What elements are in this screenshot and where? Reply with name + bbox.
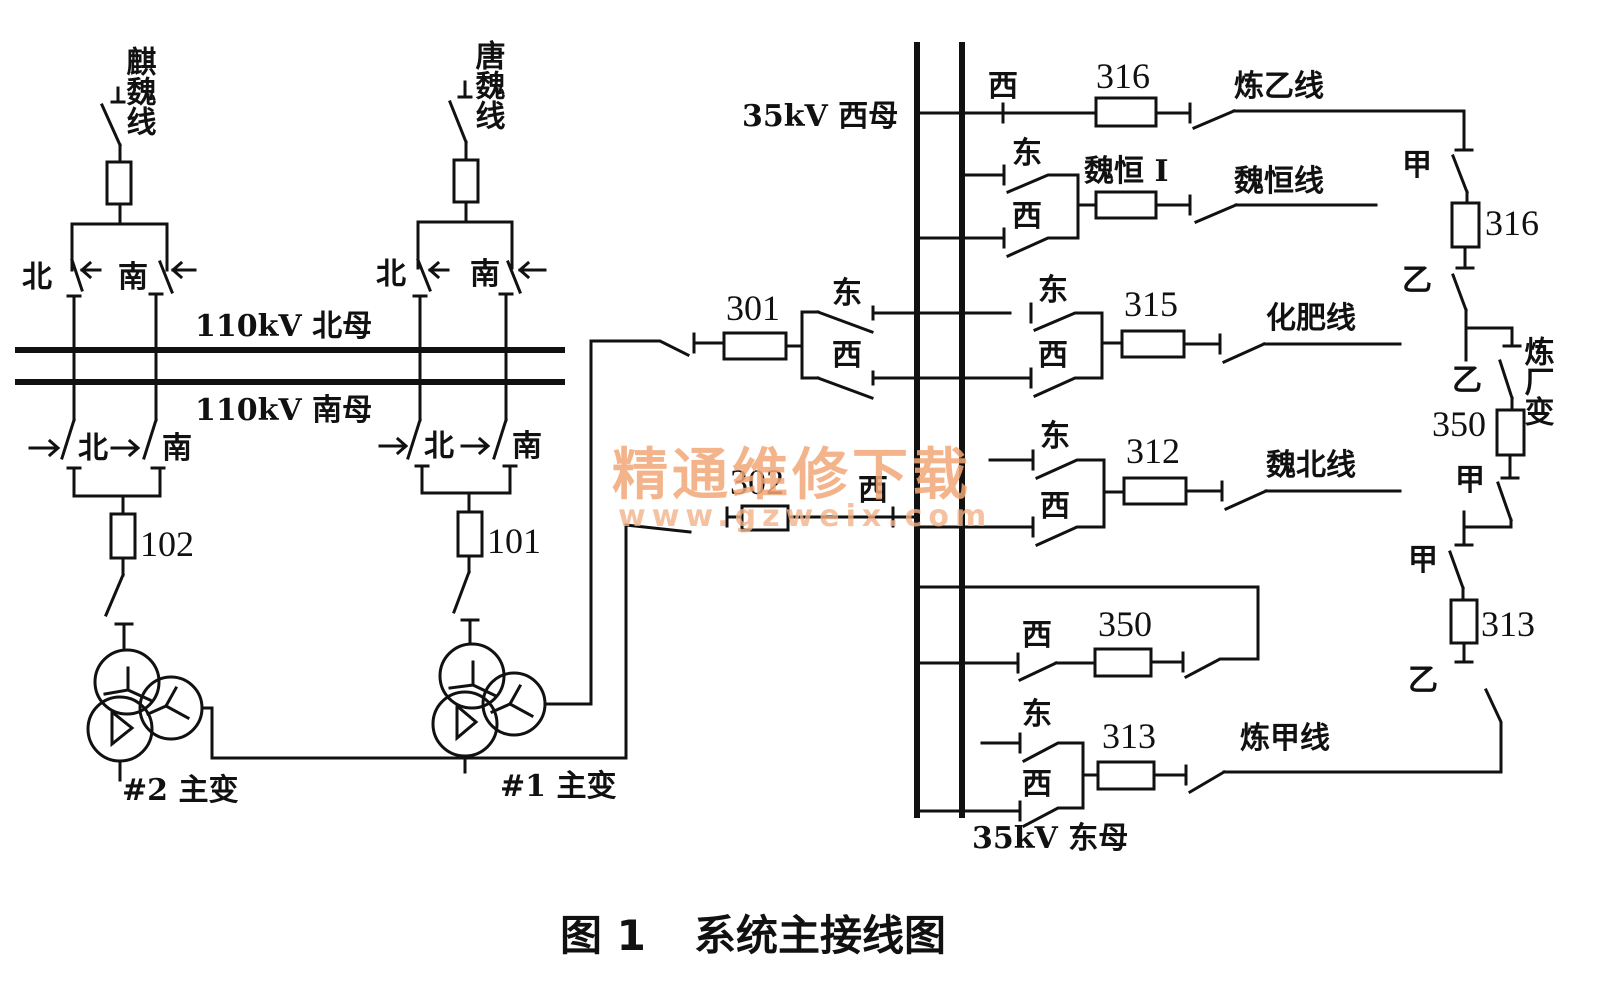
west-label: 西 (1038, 338, 1068, 373)
feeder-line-label: 化肥线 (1266, 301, 1356, 336)
breaker-301 (722, 331, 788, 361)
jia-label: 甲 (1408, 543, 1438, 578)
north-label: 北 (78, 431, 108, 466)
west-label: 西 (1040, 489, 1070, 524)
south-label: 南 (470, 257, 500, 292)
refinery-breaker-313-label: 313 (1481, 604, 1535, 644)
incoming-line-right-label: 唐魏线 (470, 39, 506, 130)
breaker-312 (1122, 476, 1188, 506)
incoming-line-left-label: 麒魏线 (121, 46, 157, 136)
feeder-350: 西 350 (915, 585, 1260, 682)
refinery-breaker-316 (1450, 201, 1481, 249)
east-label: 东 (832, 276, 862, 311)
feeder-312: 东 西 312 魏北线 (915, 419, 1402, 547)
incoming-bay-left: 麒魏线 北 南 北 南 102 (22, 46, 197, 652)
south-label: 南 (512, 429, 542, 464)
breaker-312-label: 312 (1126, 431, 1180, 471)
watermark-text: 精通维修下载 (612, 443, 972, 508)
transformer-2-label: #2 主变 (122, 773, 238, 808)
figure-number: 图 1 (560, 911, 646, 960)
hv-south-bus-label: 110kV 南母 (195, 393, 372, 428)
east-label: 东 (1012, 136, 1042, 171)
transformer-1: #1 主变 (431, 339, 691, 804)
breaker-102 (109, 512, 137, 560)
transformer-2: #2 主变 (86, 523, 692, 808)
breaker-316 (1094, 96, 1158, 128)
refinery-breaker-313 (1449, 598, 1479, 645)
refinery-substation: 甲 316 乙 乙 350 甲 甲 313 乙 炼厂变 (1402, 109, 1555, 698)
breaker-301-label: 301 (726, 288, 780, 328)
refinery-breaker-316-label: 316 (1485, 203, 1539, 243)
hv-north-bus-label: 110kV 北母 (195, 309, 372, 344)
breaker-316-label: 316 (1096, 56, 1150, 96)
breaker-313-label: 313 (1102, 716, 1156, 756)
jia-label: 甲 (1455, 463, 1485, 498)
breaker-101 (456, 510, 484, 558)
north-label: 北 (22, 260, 52, 295)
yi-label: 乙 (1452, 363, 1482, 398)
feeder-line-label: 魏恒线 (1234, 164, 1324, 199)
refinery-breaker-350 (1495, 408, 1526, 457)
breaker-350 (1093, 647, 1153, 678)
figure-title: 系统主接线图 (694, 911, 946, 960)
breaker-weiheng-label: 魏恒 I (1084, 154, 1168, 189)
west-label: 西 (1022, 767, 1052, 802)
feeder-weiheng: 东 西 魏恒 I 魏恒线 (915, 136, 1378, 258)
disconnector-blade (100, 103, 122, 147)
feeder-315: 东 西 315 化肥线 (915, 273, 1402, 398)
refinery-breaker-350-label: 350 (1432, 404, 1486, 444)
feeder-line-label: 炼乙线 (1234, 69, 1324, 104)
west-label: 西 (1022, 618, 1052, 653)
mv-west-bus-label: 35kV 西母 (742, 99, 898, 134)
west-label: 西 (832, 338, 862, 373)
breaker-box (105, 160, 133, 206)
incomer-302: 302 西 (725, 462, 919, 532)
feeder-line-label: 魏北线 (1266, 448, 1356, 483)
north-label: 北 (424, 429, 454, 464)
breaker-302-label: 302 (730, 462, 784, 502)
watermark-url: www.gzweix.com (618, 499, 992, 534)
east-label: 东 (1040, 419, 1070, 454)
east-label: 东 (1038, 273, 1068, 308)
incomer-301: 301 东 西 (692, 276, 964, 400)
west-label: 西 (858, 473, 888, 508)
breaker-350-label: 350 (1098, 604, 1152, 644)
transformer-1-label: #1 主变 (500, 769, 616, 804)
north-label: 北 (376, 257, 406, 292)
feeder-316: 西 316 炼乙线 (915, 56, 1466, 130)
yi-label: 乙 (1408, 663, 1438, 698)
breaker-weiheng (1094, 190, 1158, 220)
west-label: 西 (988, 69, 1018, 104)
breaker-313 (1096, 760, 1156, 791)
east-label: 东 (1022, 697, 1052, 732)
west-label: 西 (1012, 199, 1042, 234)
mv-east-bus-label: 35kV 东母 (972, 821, 1128, 856)
breaker-101-label: 101 (487, 521, 541, 561)
breaker-315-label: 315 (1124, 284, 1178, 324)
feeder-line-label: 炼甲线 (1240, 721, 1330, 756)
feeder-313: 东 西 313 炼甲线 (915, 688, 1503, 829)
south-label: 南 (118, 260, 148, 295)
refinery-substation-label: 炼厂变 (1519, 335, 1555, 426)
breaker-315 (1120, 329, 1186, 359)
south-label: 南 (162, 431, 192, 466)
incoming-bay-right: 唐魏线 北 南 北 南 101 (376, 39, 547, 646)
yi-label: 乙 (1402, 263, 1432, 298)
breaker-102-label: 102 (140, 524, 194, 564)
jia-label: 甲 (1402, 148, 1432, 183)
breaker-302 (740, 504, 790, 532)
breaker-box (452, 158, 480, 204)
